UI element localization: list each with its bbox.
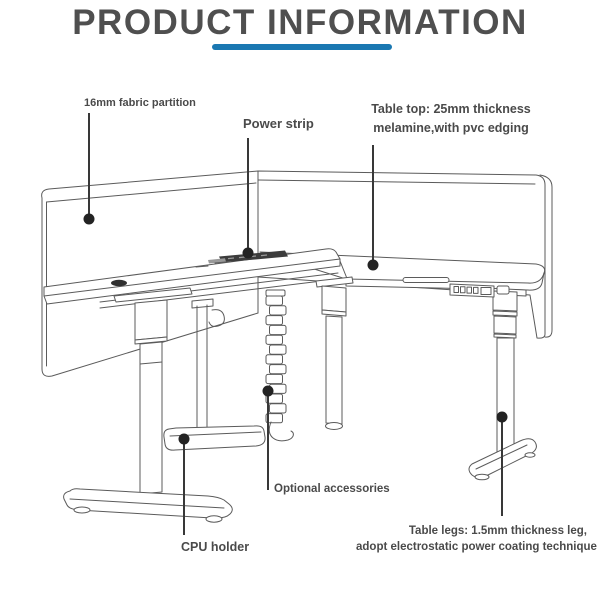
cable-spine <box>265 289 294 442</box>
callout-lines <box>83 113 508 535</box>
title-underline <box>212 44 392 50</box>
callout-dot-table-legs <box>496 411 508 423</box>
callout-dot-fabric-partition <box>83 213 95 225</box>
callout-label-table-legs: Table legs: 1.5mm thickness leg, adopt e… <box>356 524 597 555</box>
height-control-keypad <box>402 277 510 298</box>
middle-leg <box>321 285 347 430</box>
callout-dot-power-strip <box>242 247 254 259</box>
callout-label-table-legs-line2: adopt electrostatic power coating techni… <box>356 540 597 553</box>
callout-label-cpu-holder: CPU holder <box>181 540 250 554</box>
callout-label-table-top-line1: Table top: 25mm thickness <box>371 102 531 116</box>
right-partition-panel <box>257 170 553 339</box>
callout-label-table-top-line2: melamine,with pvc edging <box>373 120 529 135</box>
callout-label-optional-accessories: Optional accessories <box>274 483 390 495</box>
desk-slots <box>195 261 232 268</box>
left-desk-top <box>43 248 349 305</box>
callout-dot-table-top <box>367 259 379 271</box>
callout-label-power-strip: Power strip <box>243 116 314 131</box>
callout-label-fabric-partition: 16mm fabric partition <box>84 97 196 109</box>
callout-label-table-legs-line1: Table legs: 1.5mm thickness leg, <box>408 525 587 537</box>
page-title: PRODUCT INFORMATION <box>72 3 528 42</box>
left-foot <box>63 488 233 523</box>
left-leg <box>134 299 168 495</box>
callout-dot-optional-accessories <box>262 385 274 397</box>
callout-dot-cpu-holder <box>178 433 190 445</box>
callout-label-table-top: Table top: 25mm thickness melamine,with … <box>368 100 534 137</box>
grommet-hole <box>111 279 127 287</box>
right-leg <box>485 287 527 453</box>
